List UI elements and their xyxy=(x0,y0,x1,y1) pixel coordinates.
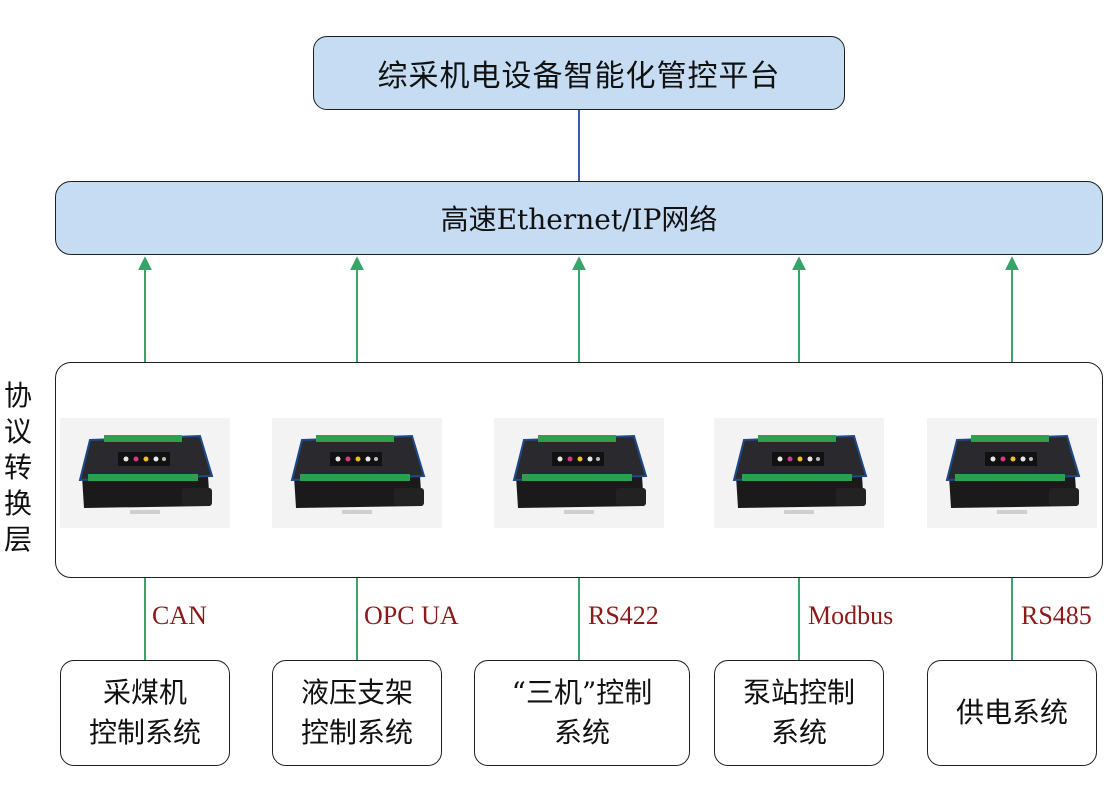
system-box-three-machines: “三机”控制 系统 xyxy=(474,660,690,766)
protocol-converter-device-icon xyxy=(714,418,884,528)
conversion-layer-char: 换 xyxy=(3,487,32,520)
protocol-label-rs422: RS422 xyxy=(588,601,659,630)
protocol-label-opc-ua: OPC UA xyxy=(364,601,459,630)
protocol-label-modbus: Modbus xyxy=(808,601,894,630)
protocol-converter-device-icon xyxy=(272,418,442,528)
platform-box: 综采机电设备智能化管控平台 xyxy=(313,36,845,110)
network-box: 高速Ethernet/IP网络 xyxy=(55,181,1103,255)
protocol-converter-device-icon xyxy=(60,418,230,528)
protocol-converter-device-icon xyxy=(927,418,1097,528)
platform-label: 综采机电设备智能化管控平台 xyxy=(377,59,781,94)
network-label: 高速Ethernet/IP网络 xyxy=(440,203,718,236)
conversion-layer-char: 层 xyxy=(3,523,32,556)
conversion-layer-char: 协 xyxy=(3,379,32,412)
system-box-power-supply: 供电系统 xyxy=(927,660,1097,766)
conversion-layer-label: 协 议 转 换 层 xyxy=(2,378,34,558)
protocol-converter-device-icon xyxy=(494,418,664,528)
conversion-layer-char: 议 xyxy=(3,415,32,448)
system-box-shearer: 采煤机 控制系统 xyxy=(60,660,230,766)
system-box-pump-station: 泵站控制 系统 xyxy=(714,660,884,766)
protocol-label-can: CAN xyxy=(152,601,207,630)
system-box-hydraulic-support: 液压支架 控制系统 xyxy=(272,660,442,766)
conversion-layer-char: 转 xyxy=(3,451,32,484)
protocol-label-rs485: RS485 xyxy=(1021,601,1092,630)
